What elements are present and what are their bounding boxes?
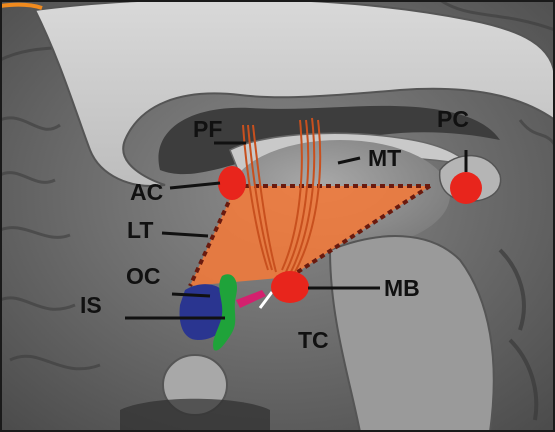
label-ac: AC — [130, 179, 163, 205]
label-pf: PF — [193, 116, 222, 142]
ac-red-marker — [218, 166, 246, 200]
label-lt: LT — [127, 217, 153, 243]
label-pc: PC — [437, 106, 469, 132]
sphenoid-dark — [120, 399, 270, 432]
label-mt: MT — [368, 145, 401, 171]
label-is: IS — [80, 292, 102, 318]
pc-red-marker — [450, 172, 482, 204]
label-tc: TC — [298, 327, 329, 353]
label-mb: MB — [384, 275, 420, 301]
label-oc: OC — [126, 263, 161, 289]
mb-red-marker — [271, 271, 309, 303]
